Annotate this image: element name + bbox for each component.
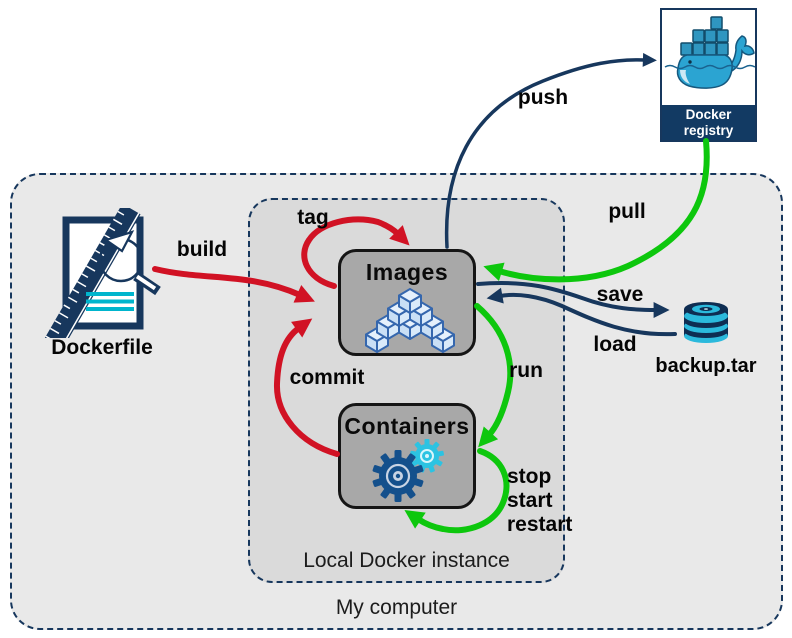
run-label: run bbox=[509, 359, 543, 382]
my-computer-label: My computer bbox=[335, 596, 458, 619]
backup-tar-label: backup.tar bbox=[655, 355, 757, 377]
push-label: push bbox=[517, 86, 569, 109]
tag-label: tag bbox=[297, 206, 329, 229]
docker-whale-icon bbox=[662, 10, 756, 105]
restart-label: restart bbox=[507, 513, 573, 536]
docker-registry-label: Docker registry bbox=[662, 105, 755, 140]
stop-label: stop bbox=[507, 465, 552, 488]
containers-gears-icon bbox=[372, 439, 445, 502]
build-label: build bbox=[176, 238, 228, 261]
docker-registry-label-line2: registry bbox=[683, 122, 734, 138]
commit-label: commit bbox=[289, 366, 365, 389]
save-label: save bbox=[596, 283, 644, 306]
lifecycle-labels: stop start restart bbox=[507, 465, 572, 537]
containers-node: Containers bbox=[338, 403, 476, 509]
docker-registry-node: Docker registry bbox=[660, 8, 757, 142]
images-title: Images bbox=[365, 259, 449, 285]
dockerfile-icon bbox=[42, 208, 161, 338]
dockerfile-label: Dockerfile bbox=[51, 336, 153, 359]
load-label: load bbox=[593, 333, 637, 356]
images-cubes-icon bbox=[365, 288, 455, 353]
pull-label: pull bbox=[608, 200, 646, 223]
images-node: Images bbox=[338, 249, 476, 356]
start-label: start bbox=[507, 489, 553, 512]
backup-cylinder-icon bbox=[684, 302, 728, 343]
docker-registry-label-line1: Docker bbox=[685, 106, 732, 122]
local-docker-instance-label: Local Docker instance bbox=[303, 549, 510, 572]
containers-title: Containers bbox=[344, 413, 470, 439]
